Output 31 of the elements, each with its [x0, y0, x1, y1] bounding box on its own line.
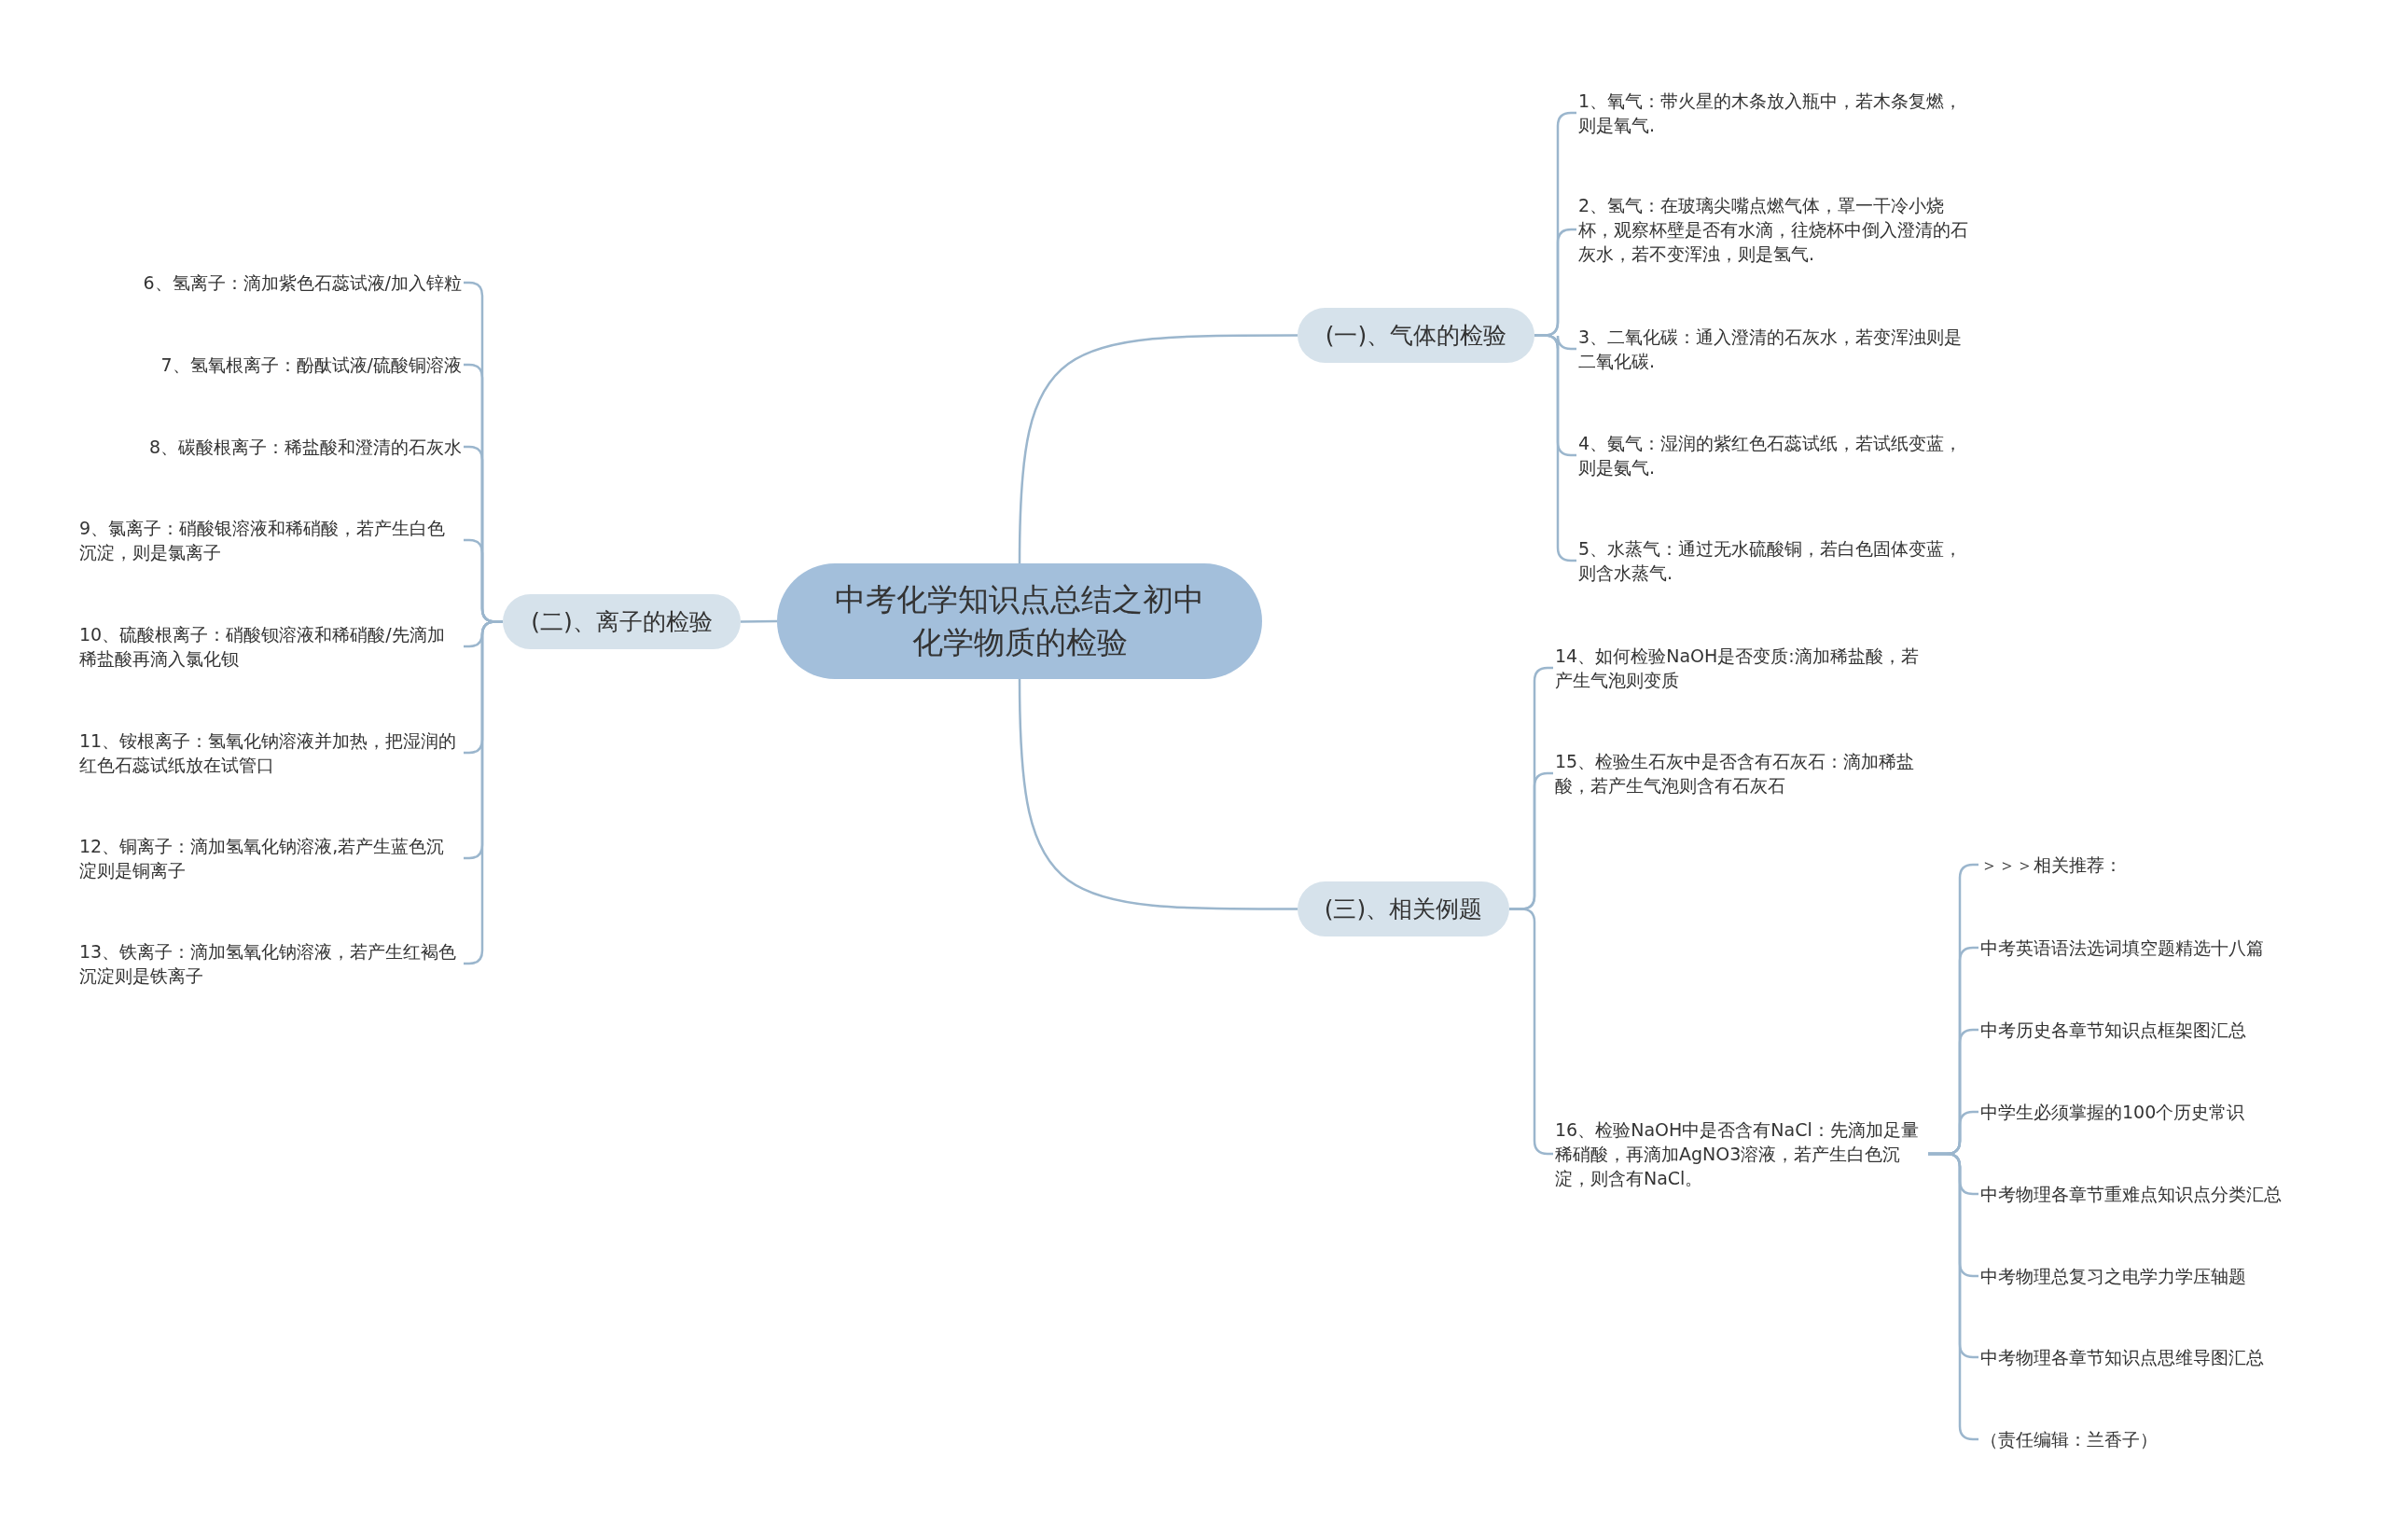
- item-text: 8、碳酸根离子：稀盐酸和澄清的石灰水: [148, 435, 462, 459]
- connector-line: [1018, 679, 1298, 910]
- topic-box: (一)、气体的检验: [1298, 308, 1534, 363]
- item-text: 5、水蒸气：通过无水硫酸铜，若白色固体变蓝，则含水蒸气.: [1578, 536, 1979, 585]
- item-text: 3、二氧化碳：通入澄清的石灰水，若变浑浊则是二氧化碳.: [1578, 325, 1979, 373]
- item-text: 9、氯离子：硝酸银溶液和稀硝酸，若产生白色沉淀，则是氯离子: [79, 516, 462, 564]
- item-text: ＞＞＞相关推荐：: [1980, 853, 2122, 877]
- topic-box: (二)、离子的检验: [503, 594, 741, 649]
- connector-line: [1018, 334, 1298, 563]
- item-text: 15、检验生石灰中是否含有石灰石：滴加稀盐酸，若产生气泡则含有石灰石: [1555, 749, 1928, 798]
- item-text: 16、检验NaOH中是否含有NaCl：先滴加足量稀硝酸，再滴加AgNO3溶液，若产生白色沉淀，则含有NaCl。: [1555, 1117, 1928, 1190]
- connector-line: [741, 619, 777, 623]
- item-text: 4、氨气：湿润的紫红色石蕊试纸，若试纸变蓝，则是氨气.: [1578, 431, 1979, 479]
- item-text: 中考英语语法选词填空题精选十八篇: [1980, 936, 2264, 960]
- item-text: 中考物理总复习之电学力学压轴题: [1980, 1264, 2246, 1288]
- item-text: 中学生必须掌握的100个历史常识: [1980, 1100, 2245, 1124]
- item-text: 10、硫酸根离子：硝酸钡溶液和稀硝酸/先滴加稀盐酸再滴入氯化钡: [79, 622, 462, 671]
- item-text: 中考物理各章节知识点思维导图汇总: [1980, 1345, 2264, 1369]
- item-text: 1、氧气：带火星的木条放入瓶中，若木条复燃，则是氧气.: [1578, 89, 1979, 137]
- item-text: 11、铵根离子：氢氧化钠溶液并加热，把湿润的红色石蕊试纸放在试管口: [79, 728, 462, 777]
- topic-box: (三)、相关例题: [1298, 881, 1509, 936]
- item-text: 中考历史各章节知识点框架图汇总: [1980, 1018, 2246, 1042]
- item-text: 12、铜离子：滴加氢氧化钠溶液,若产生蓝色沉淀则是铜离子: [79, 834, 462, 882]
- item-text: 14、如何检验NaOH是否变质:滴加稀盐酸，若产生气泡则变质: [1555, 644, 1928, 692]
- item-text: 6、氢离子：滴加紫色石蕊试液/加入锌粒: [143, 271, 462, 295]
- item-text: 2、氢气：在玻璃尖嘴点燃气体，罩一干冷小烧杯，观察杯壁是否有水滴，往烧杯中倒入澄清的石灰水，若不变浑浊，则是氢气.: [1578, 193, 1979, 266]
- central-topic: 中考化学知识点总结之初中化学物质的检验: [777, 563, 1262, 679]
- item-text: （责任编辑：兰香子）: [1980, 1427, 2158, 1451]
- item-text: 13、铁离子：滴加氢氧化钠溶液，若产生红褐色沉淀则是铁离子: [79, 939, 462, 988]
- item-text: 中考物理各章节重难点知识点分类汇总: [1980, 1182, 2282, 1206]
- item-text: 7、氢氧根离子：酚酞试液/硫酸铜溶液: [160, 353, 462, 377]
